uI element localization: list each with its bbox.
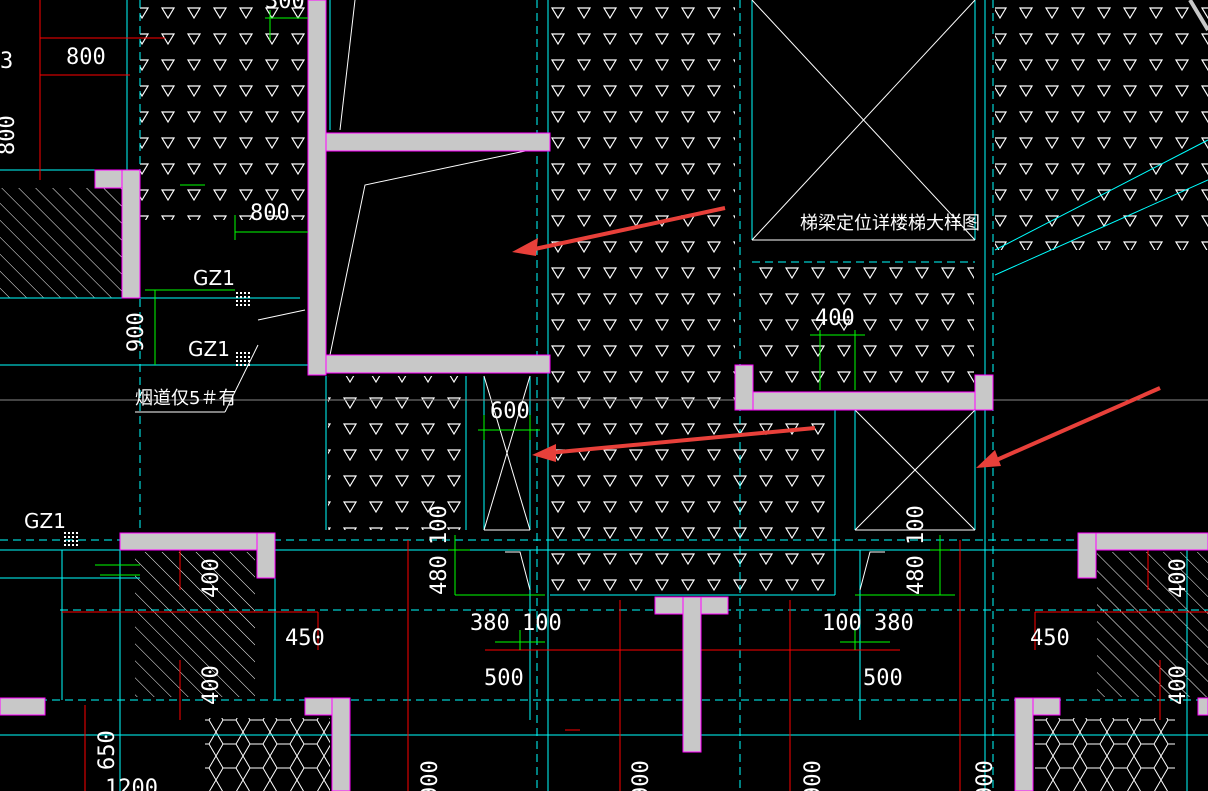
dim-400-right-a: 400 [1166,558,1191,598]
dim-900: 900 [124,312,149,352]
dim-600: 600 [490,399,530,424]
label-gz1-a: GZ1 [193,266,235,290]
dim-800-left-vertical: 800 [0,115,20,155]
dim-100-right: 100 [904,505,929,545]
chimney-note: 烟道仅5＃有 [135,388,236,409]
dim-450-left: 450 [285,626,325,651]
red-arrow-icon [512,206,726,256]
gz-column-markers [62,292,252,548]
dim-800-top: 800 [66,45,106,70]
stair-beam-note: 梯梁定位详楼梯大样图 [800,213,980,234]
triangle-hatch-zones [140,0,1208,595]
dim-400-right-b: 400 [1166,665,1191,705]
dim-300-top: 300 [265,0,305,14]
dim-380-left: 380 [470,611,510,636]
dim-400-left-b: 400 [199,665,224,705]
dim-800-mid: 800 [250,201,290,226]
dim-900-b2: 900 [629,760,654,791]
dim-450-right: 450 [1030,626,1070,651]
dim-500-left: 500 [484,666,524,691]
red-arrow-icon [532,426,816,462]
dim-900-b1: 900 [418,760,443,791]
red-arrow-icon [976,386,1161,468]
dim-100-left-b: 100 [522,611,562,636]
dim-400-left-a: 400 [199,558,224,598]
white-thin-lines [0,0,1208,591]
dim-3-left: 3 [0,49,13,74]
label-gz1-c: GZ1 [24,509,66,533]
label-gz1-b: GZ1 [188,337,230,361]
dim-1200-bottom: 1200 [105,776,158,791]
dim-480-left: 480 [427,555,452,595]
hex-hatch-zones [205,718,1175,791]
dim-480-right: 480 [904,555,929,595]
dim-900-b4: 900 [973,760,998,791]
dim-900-b3: 900 [801,760,826,791]
dim-100-left: 100 [427,505,452,545]
dim-650: 650 [95,730,120,770]
dim-400-center: 400 [815,306,855,331]
dim-500-right: 500 [863,666,903,691]
dim-100-right-b: 100 [822,611,862,636]
diagonal-hatch-zones [0,188,1208,697]
dim-380-right: 380 [874,611,914,636]
green-dimension-lines [95,10,955,650]
